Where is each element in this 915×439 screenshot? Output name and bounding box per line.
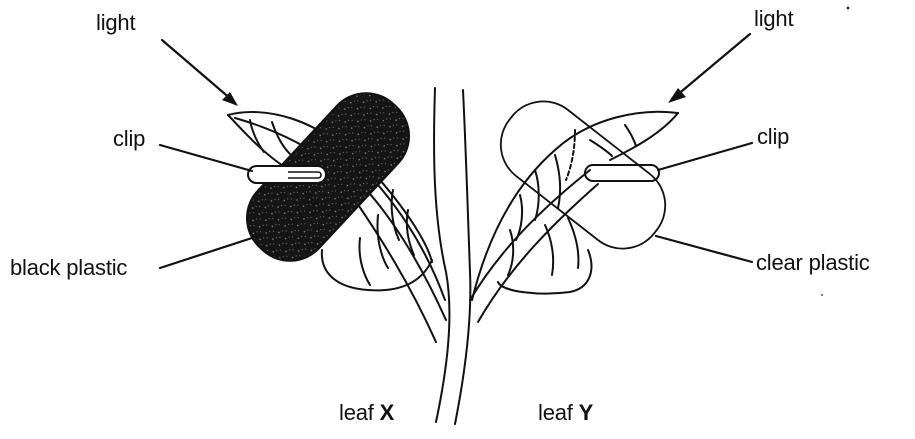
leaf-x-caption: leaf X	[339, 400, 394, 426]
plant-stem	[434, 88, 470, 424]
black-plastic-pointer	[160, 236, 258, 268]
clip-right-label: clip	[757, 124, 789, 150]
light-right-arrow	[668, 34, 750, 103]
leaf-y-word: leaf	[538, 400, 573, 425]
clear-plastic-pointer	[656, 236, 752, 262]
black-plastic-label: black plastic	[10, 255, 127, 281]
light-left-arrow	[162, 40, 238, 106]
clip-left-shape	[248, 166, 326, 183]
leaf-x-letter: X	[380, 400, 394, 425]
leaf-x-word: leaf	[339, 400, 374, 425]
clip-left-label: clip	[113, 126, 145, 152]
light-left-label: light	[96, 10, 135, 36]
leaf-y-caption: leaf Y	[538, 400, 593, 426]
clip-right-pointer	[658, 143, 752, 170]
clear-plastic-label: clear plastic	[756, 250, 870, 276]
leaf-y-letter: Y	[579, 400, 593, 425]
clip-left-pointer	[160, 145, 252, 171]
light-right-label: light	[754, 6, 793, 32]
